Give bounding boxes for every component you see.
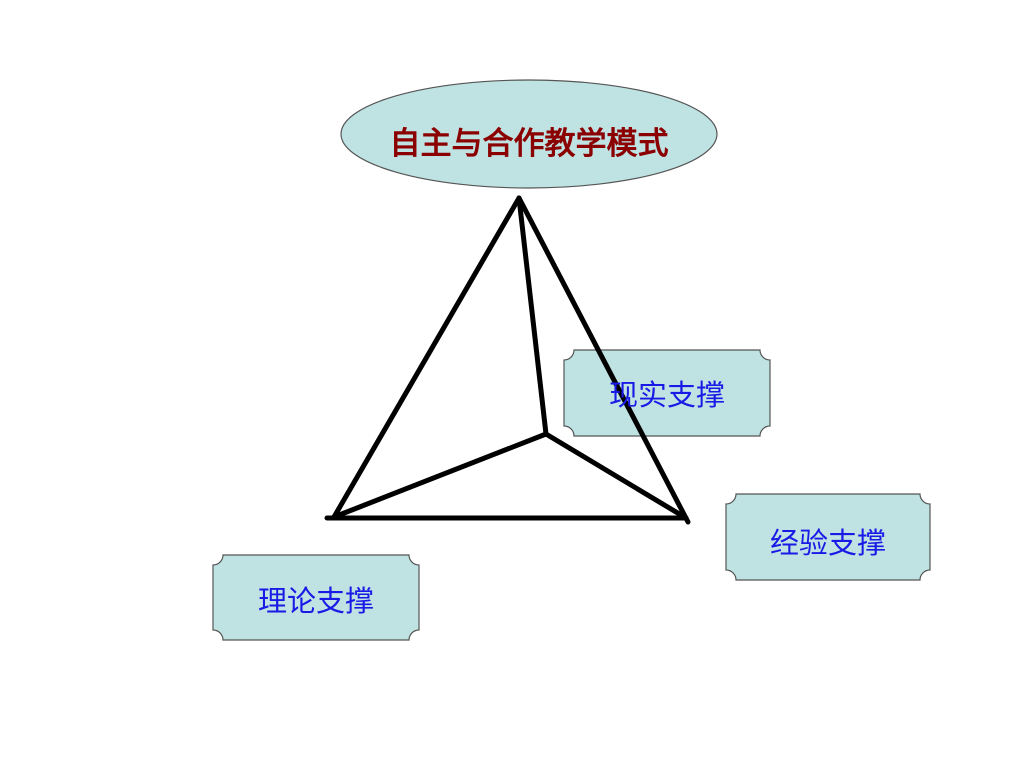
theory-support-label: 理论支撑 [257, 584, 374, 618]
pyramid-edge-apex-left [331, 195, 522, 520]
pyramid-edge-apex-center [516, 195, 549, 437]
pyramid-edge-apex-right [516, 195, 691, 525]
pyramid-edge-center-left [331, 431, 549, 520]
title-ellipse [340, 79, 718, 189]
reality-support-box [563, 349, 771, 437]
reality-support-label: 现实支撑 [608, 378, 725, 412]
experience-support-label: 经验支撑 [769, 526, 886, 560]
pyramid-wireframe [324, 195, 691, 525]
theory-support-box [212, 554, 420, 641]
title-label: 自主与合作教学模式 [389, 125, 669, 162]
pyramid-edge-center-right [543, 431, 689, 521]
experience-support-box [725, 493, 931, 581]
